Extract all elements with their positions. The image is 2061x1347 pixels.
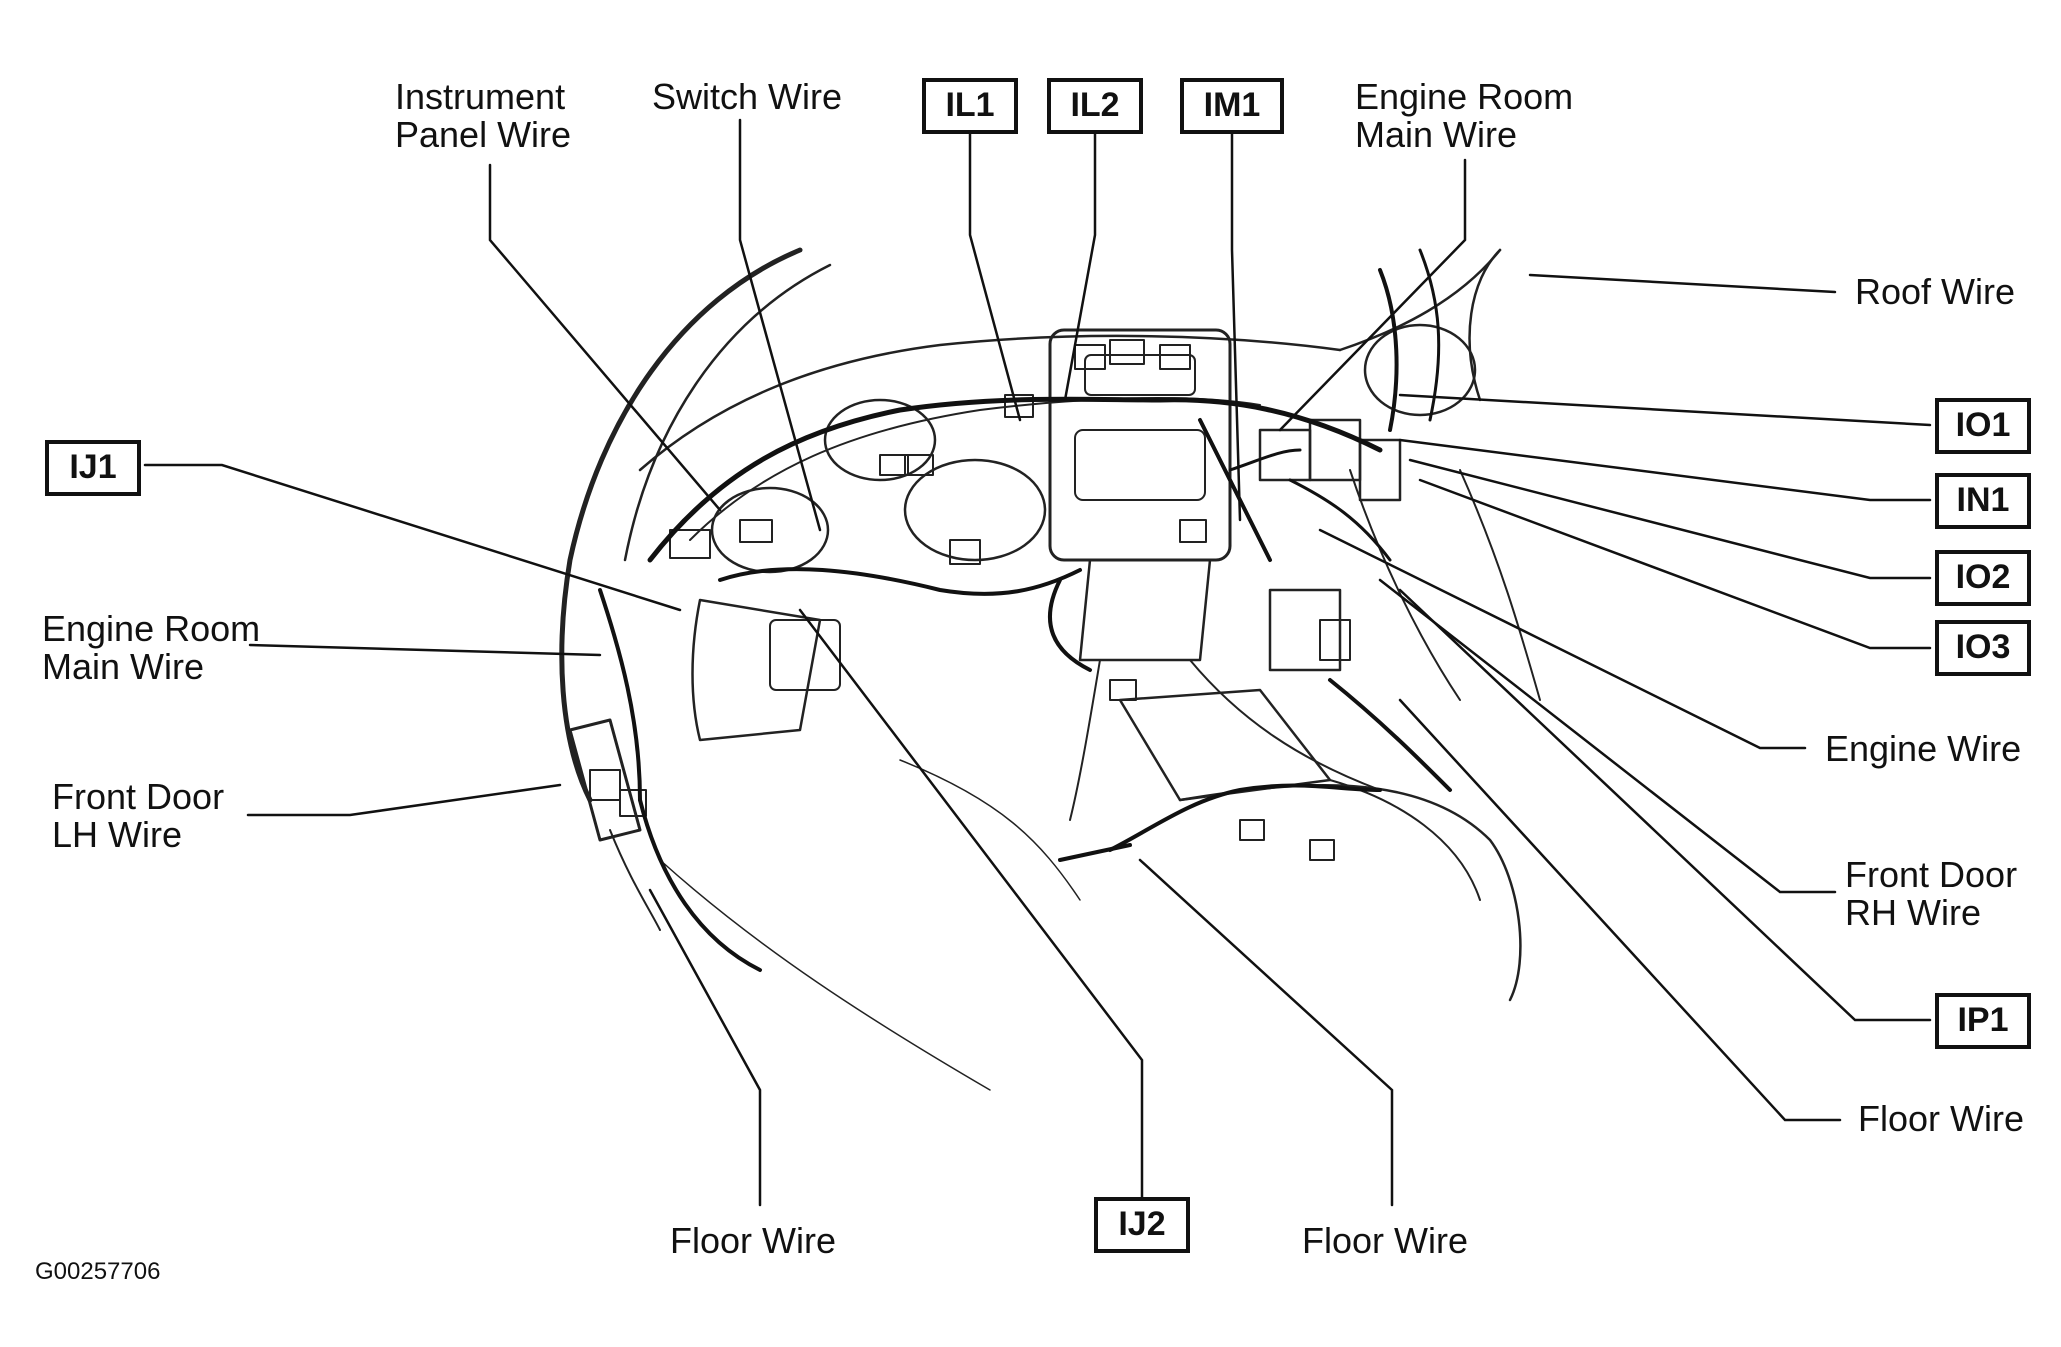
label-roof-wire: Roof Wire	[1855, 271, 2016, 312]
leader-floor-wire-right	[1398, 698, 1842, 1122]
label-front-door-rh-wire: Front Door RH Wire	[1845, 856, 2017, 932]
connector-ij1: IJ1	[45, 440, 141, 496]
label-engine-room-main-wire-top: Engine Room Main Wire	[1355, 78, 1573, 154]
leader-engine-room-main-left	[248, 643, 602, 657]
connector-io1: IO1	[1935, 398, 2031, 454]
leader-engine-wire	[1318, 528, 1807, 750]
connector-io3: IO3	[1935, 620, 2031, 676]
dashboard-outline	[559, 247, 803, 803]
label-line: Engine Room	[42, 608, 261, 649]
label-line: LH Wire	[52, 814, 183, 855]
label-line: RH Wire	[1845, 892, 1981, 933]
leader-il2	[1063, 128, 1097, 402]
leader-il1	[968, 128, 1022, 422]
label-line: Front Door	[1845, 854, 2018, 895]
label-floor-wire-bottom-center: Floor Wire	[1302, 1220, 1469, 1261]
label-line: Front Door	[52, 776, 225, 817]
leader-engine-room-main-top	[1278, 158, 1467, 432]
leader-floor-wire-bottom-left	[648, 888, 762, 1207]
label-engine-room-main-wire-left: Engine Room Main Wire	[42, 610, 260, 686]
connector-im1: IM1	[1180, 78, 1284, 134]
label-line: Instrument	[395, 76, 566, 117]
leader-ij2	[798, 608, 1144, 1199]
leader-ij1	[143, 463, 682, 612]
connector-in1: IN1	[1935, 473, 2031, 529]
leader-im1	[1230, 128, 1242, 522]
label-line: Engine Room	[1355, 76, 1574, 117]
leader-io2	[1408, 458, 1932, 580]
label-line: Main Wire	[42, 646, 205, 687]
leader-ip1	[1398, 588, 1932, 1022]
figure-code: G00257706	[35, 1258, 161, 1285]
leader-switch-wire	[738, 118, 822, 532]
connector-il2: IL2	[1047, 78, 1143, 134]
connector-ij2: IJ2	[1094, 1197, 1190, 1253]
connector-ip1: IP1	[1935, 993, 2031, 1049]
leader-front-door-lh	[246, 783, 562, 817]
label-instrument-panel-wire: Instrument Panel Wire	[395, 78, 571, 154]
leader-roof-wire	[1528, 273, 1837, 294]
label-line: Panel Wire	[395, 114, 572, 155]
label-engine-wire: Engine Wire	[1825, 728, 2022, 769]
label-floor-wire-right: Floor Wire	[1858, 1098, 2025, 1139]
connector-io2: IO2	[1935, 550, 2031, 606]
leader-io1	[1398, 393, 1932, 427]
leader-front-door-rh	[1378, 578, 1837, 894]
main-harness	[647, 396, 1383, 563]
leader-in1	[1398, 438, 1932, 502]
leader-floor-wire-bottom-center	[1138, 858, 1394, 1207]
label-line: Main Wire	[1355, 114, 1518, 155]
label-switch-wire: Switch Wire	[652, 76, 843, 117]
connector-il1: IL1	[922, 78, 1018, 134]
label-front-door-lh-wire: Front Door LH Wire	[52, 778, 224, 854]
leader-instrument-panel-wire	[488, 163, 722, 512]
label-floor-wire-bottom-left: Floor Wire	[670, 1220, 837, 1261]
leader-io3	[1418, 478, 1932, 650]
